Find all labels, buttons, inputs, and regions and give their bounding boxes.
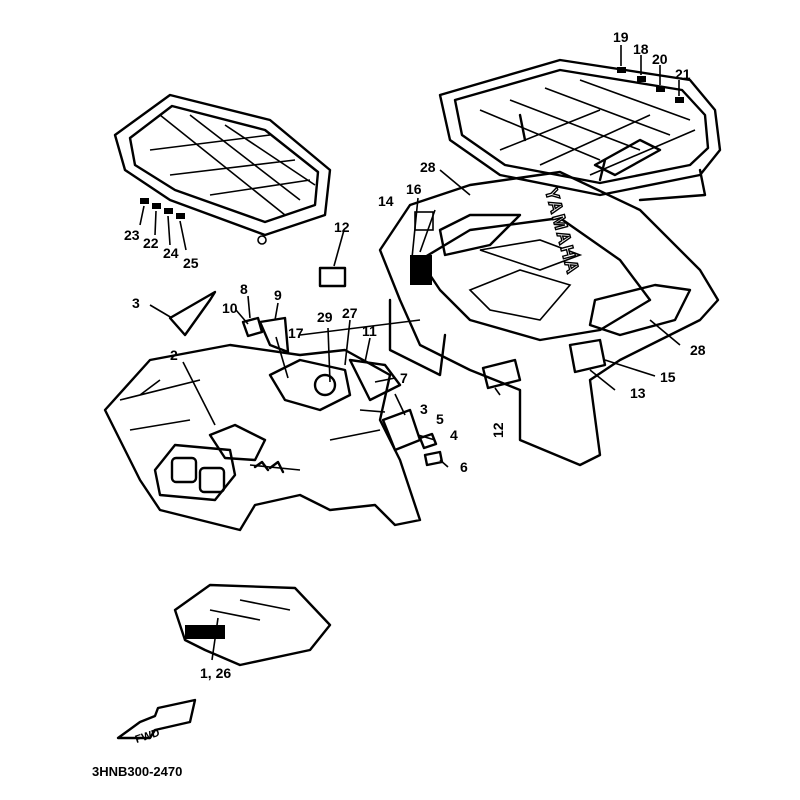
callout-3-right: 3 <box>420 401 428 417</box>
callout-3-left: 3 <box>132 295 140 311</box>
yamaha-logo: YAMAHA <box>541 186 583 277</box>
callout-16: 16 <box>406 181 422 197</box>
callout-14: 14 <box>378 193 394 209</box>
rear-fender: YAMAHA <box>378 170 720 467</box>
callout-12-top: 12 <box>334 219 350 235</box>
callout-4: 4 <box>450 427 458 443</box>
callout-labels: 19 18 20 21 28 16 14 12 23 22 24 25 3 8 … <box>92 29 706 779</box>
callout-5: 5 <box>436 411 444 427</box>
callout-13: 13 <box>630 385 646 401</box>
callout-27: 27 <box>342 305 358 321</box>
callout-2: 2 <box>170 347 178 363</box>
mud-flap <box>173 583 332 667</box>
callout-6: 6 <box>460 459 468 475</box>
callout-25: 25 <box>183 255 199 271</box>
callout-18: 18 <box>633 41 649 57</box>
callout-19: 19 <box>613 29 629 45</box>
front-rack-decals <box>139 198 187 251</box>
front-carrier-rack <box>113 93 332 245</box>
callout-28-top: 28 <box>420 159 436 175</box>
callout-28-right: 28 <box>690 342 706 358</box>
callout-9: 9 <box>274 287 282 303</box>
callout-10: 10 <box>222 300 238 316</box>
callout-22: 22 <box>143 235 159 251</box>
fwd-label: FWD <box>134 727 162 746</box>
callout-11: 11 <box>362 323 377 339</box>
callout-29: 29 <box>317 309 333 325</box>
loose-decals <box>168 266 522 467</box>
callout-7: 7 <box>400 370 408 386</box>
callout-12-bottom: 12 <box>490 422 506 438</box>
drawing-code: 3HNB300-2470 <box>92 764 182 779</box>
callout-8: 8 <box>240 281 248 297</box>
callout-24: 24 <box>163 245 179 261</box>
callout-23: 23 <box>124 227 140 243</box>
callout-21: 21 <box>675 66 691 82</box>
callout-17: 17 <box>288 325 304 341</box>
leader-lines <box>149 169 681 661</box>
fwd-arrow: FWD <box>116 698 197 746</box>
callout-20: 20 <box>652 51 668 67</box>
callout-1-26: 1, 26 <box>200 665 231 681</box>
callout-15: 15 <box>660 369 676 385</box>
rear-rack-decals <box>617 45 684 103</box>
front-fender <box>103 343 422 532</box>
